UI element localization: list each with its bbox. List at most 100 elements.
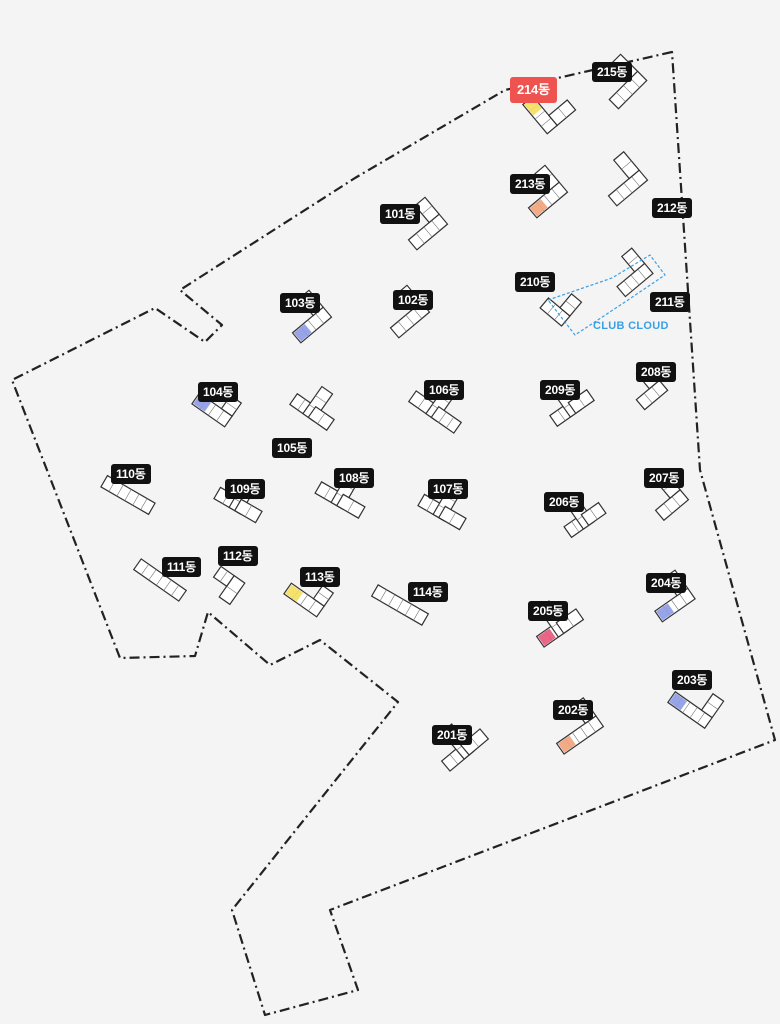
building-badge-206[interactable]: 206동	[544, 492, 585, 512]
unit-divider	[317, 412, 326, 424]
unit-divider	[449, 754, 459, 765]
unit-divider	[405, 314, 415, 326]
building-badge-105[interactable]: 105동	[272, 438, 313, 458]
unit-divider	[317, 591, 329, 600]
unit-divider	[554, 309, 563, 321]
site-boundary	[10, 50, 777, 1017]
building-badge-210[interactable]: 210동	[515, 272, 556, 292]
unit-divider	[216, 410, 225, 422]
unit-divider	[651, 386, 661, 397]
building-badge-203[interactable]: 203동	[672, 670, 713, 690]
building-badge-208[interactable]: 208동	[636, 362, 677, 382]
building-footprint-211[interactable]	[604, 247, 654, 298]
building-badge-113[interactable]: 113동	[300, 567, 340, 587]
unit-divider	[431, 220, 441, 231]
building-badge-101[interactable]: 101동	[380, 204, 421, 224]
unit-divider	[565, 300, 576, 310]
unit-divider	[663, 503, 673, 514]
highlighted-units	[538, 628, 556, 646]
building-footprint-110[interactable]	[100, 474, 156, 516]
unit-divider	[423, 226, 433, 238]
building-footprint-203[interactable]	[667, 675, 725, 730]
unit-divider	[148, 569, 157, 581]
unit-divider	[163, 579, 172, 591]
club-cloud-outline	[547, 254, 666, 336]
building-footprint-112[interactable]	[206, 565, 246, 606]
building-badge-107[interactable]: 107동	[428, 479, 469, 499]
building-badge-111[interactable]: 111동	[162, 557, 201, 577]
unit-divider	[141, 563, 149, 575]
club-cloud-label[interactable]: CLUB CLOUD	[593, 320, 669, 332]
unit-divider	[572, 732, 581, 744]
unit-divider	[415, 233, 425, 244]
unit-divider	[616, 92, 626, 102]
unit-divider	[697, 712, 706, 724]
unit-divider	[323, 486, 331, 499]
unit-divider	[689, 707, 698, 719]
unit-divider	[226, 586, 238, 594]
building-badge-215[interactable]: 215동	[592, 62, 633, 82]
unit-divider	[396, 599, 404, 611]
unit-divider	[534, 110, 546, 120]
building-badge-202[interactable]: 202동	[553, 700, 594, 720]
unit-divider	[116, 484, 124, 497]
unit-divider	[297, 399, 306, 411]
building-badge-214[interactable]: 214동	[510, 77, 557, 103]
building-footprint-214[interactable]	[521, 81, 577, 135]
building-badge-209[interactable]: 209동	[540, 380, 581, 400]
building-footprint-105[interactable]	[289, 377, 346, 432]
unit-divider	[448, 512, 456, 524]
highlighted-units	[529, 199, 548, 217]
building-badge-103[interactable]: 103동	[280, 293, 321, 313]
unit-divider	[413, 608, 421, 621]
unit-divider	[307, 319, 317, 331]
unit-divider	[630, 274, 640, 286]
unit-divider	[225, 401, 237, 410]
unit-divider	[421, 205, 433, 215]
building-badge-207[interactable]: 207동	[644, 468, 685, 488]
building-badge-114[interactable]: 114동	[408, 582, 448, 602]
building-footprint-114[interactable]	[370, 584, 430, 626]
building-badge-213[interactable]: 213동	[510, 174, 551, 194]
building-badge-201[interactable]: 201동	[432, 725, 473, 745]
unit-divider	[397, 321, 407, 332]
building-badge-205[interactable]: 205동	[528, 601, 569, 621]
highlighted-units	[293, 324, 312, 342]
unit-divider	[671, 599, 679, 611]
unit-divider	[571, 521, 580, 533]
building-wing	[430, 405, 463, 434]
building-badge-102[interactable]: 102동	[393, 290, 434, 310]
highlighted-units	[193, 394, 212, 412]
building-badge-112[interactable]: 112동	[218, 546, 258, 566]
unit-divider	[308, 600, 317, 612]
building-badge-204[interactable]: 204동	[646, 573, 687, 593]
building-footprint-113[interactable]	[283, 570, 335, 618]
unit-divider	[404, 604, 412, 616]
unit-divider	[623, 280, 633, 291]
building-badge-110[interactable]: 110동	[111, 464, 151, 484]
unit-divider	[426, 499, 434, 511]
unit-divider	[543, 194, 553, 206]
unit-divider	[208, 404, 216, 416]
building-badge-212[interactable]: 212동	[652, 198, 693, 218]
unit-divider	[707, 701, 719, 710]
unit-divider	[347, 500, 355, 513]
unit-divider	[219, 570, 228, 582]
building-badge-211[interactable]: 211동	[650, 292, 690, 312]
building-footprint-212[interactable]	[593, 150, 649, 207]
building-footprint-101[interactable]	[394, 196, 449, 251]
building-badge-104[interactable]: 104동	[198, 382, 239, 402]
unit-divider	[388, 594, 396, 606]
unit-divider	[623, 85, 633, 95]
building-badge-108[interactable]: 108동	[334, 468, 375, 488]
unit-divider	[244, 505, 252, 517]
building-wing	[635, 379, 669, 411]
unit-divider	[413, 308, 423, 319]
unit-divider	[589, 508, 598, 520]
unit-divider	[671, 496, 681, 507]
unit-divider	[643, 393, 653, 404]
building-badge-109[interactable]: 109동	[225, 479, 266, 499]
unit-divider	[551, 188, 561, 199]
building-badge-106[interactable]: 106동	[424, 380, 465, 400]
